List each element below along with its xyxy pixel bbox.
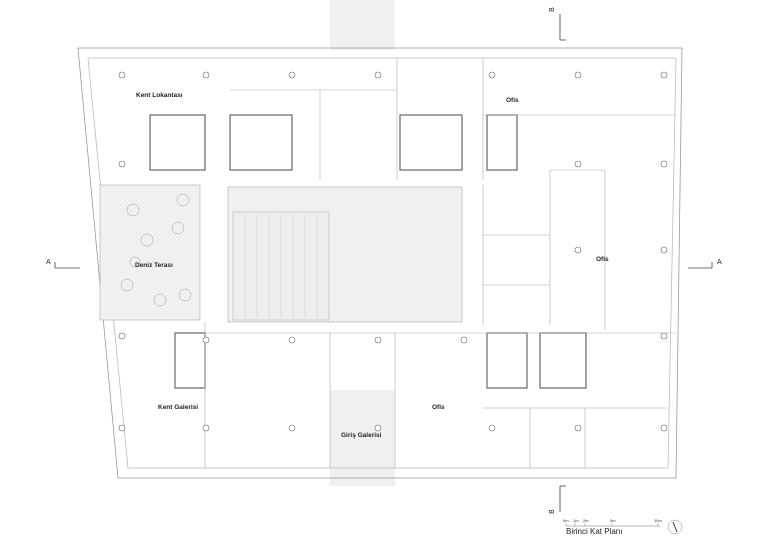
room-label-ofis-north: Ofis — [506, 97, 519, 104]
section-marker-b-bottom: B — [548, 509, 556, 514]
section-marker-b-top: B — [548, 7, 556, 12]
building-outline — [77, 47, 683, 479]
courtyard — [227, 186, 463, 323]
columns — [118, 71, 668, 432]
scale-label: 0m — [563, 518, 569, 523]
room-label-deniz-terasi: Deniz Terası — [135, 262, 173, 269]
scale-label: 10m — [654, 518, 662, 523]
room-label-kent-galerisi: Kent Galerisi — [158, 404, 199, 411]
room-label-giris-galerisi: Giriş Galerisi — [341, 432, 382, 439]
partitions — [204, 58, 676, 468]
room-label-ofis-east: Ofis — [596, 256, 609, 263]
scale-label: 2m — [583, 518, 589, 523]
section-marker-a-left: A — [46, 259, 51, 266]
scale-bar — [565, 523, 660, 527]
deniz-terasi-area — [99, 184, 201, 321]
section-marker-a-right: A — [717, 259, 722, 266]
plan-title: Birinci Kat Planı — [566, 527, 623, 536]
room-label-kent-lokantasi: Kent Lokantası — [136, 92, 183, 99]
north-arrow — [667, 519, 683, 535]
section-lines — [54, 14, 713, 512]
site-strip — [330, 0, 395, 486]
scale-label: 5m — [610, 518, 616, 523]
room-label-ofis-south: Ofis — [432, 404, 445, 411]
scale-label: 1m — [573, 518, 579, 523]
